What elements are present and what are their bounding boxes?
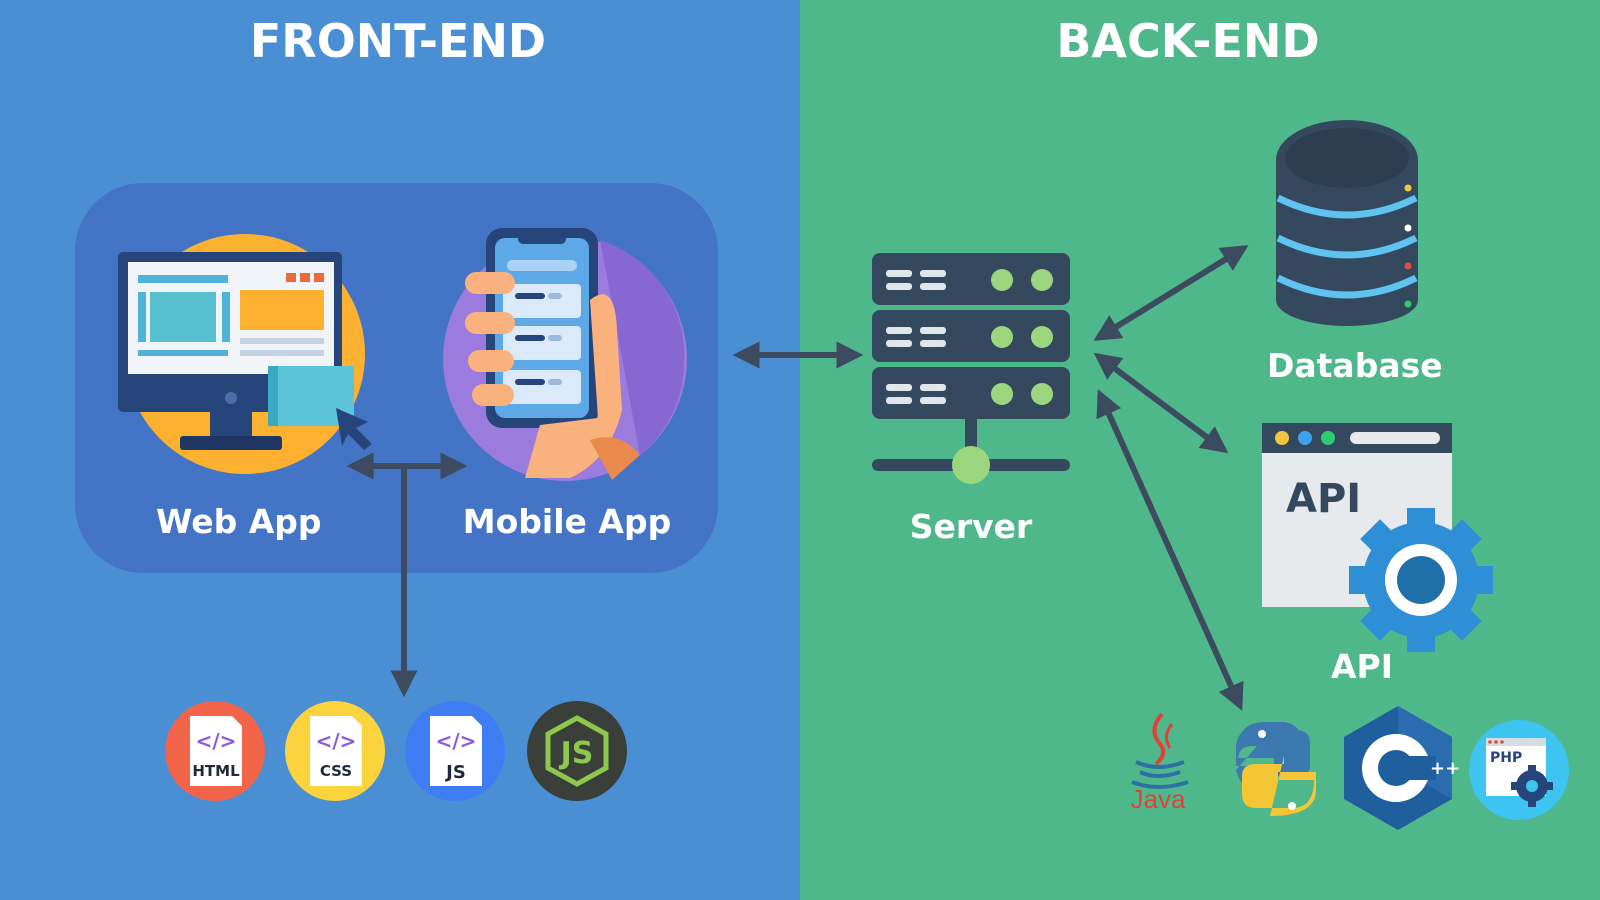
svg-text:++: ++ [1430, 758, 1460, 779]
html-label: HTML [192, 762, 240, 780]
arrows [346, 245, 1249, 711]
php-icon: PHP [1469, 720, 1569, 820]
phone-icon [443, 228, 687, 481]
arrow-server-database [1093, 245, 1249, 341]
js-icon: </> JS [405, 701, 505, 801]
api-gear-icon: API [1262, 423, 1493, 652]
python-icon [1236, 722, 1316, 816]
arrow-server-languages [1096, 389, 1244, 711]
cplusplus-icon: ++ [1344, 706, 1460, 830]
php-label: PHP [1490, 750, 1522, 766]
java-icon: Java [1131, 712, 1189, 814]
nodejs-icon: JS [527, 701, 627, 801]
server-label: Server [909, 507, 1033, 546]
css-icon: </> CSS [285, 701, 385, 801]
front-end-title: FRONT-END [249, 14, 547, 68]
back-end-title: BACK-END [1056, 14, 1320, 68]
web-app-label: Web App [156, 502, 322, 541]
api-label: API [1330, 647, 1393, 686]
server-icon [872, 253, 1070, 484]
database-label: Database [1267, 346, 1443, 385]
api-window-text: API [1286, 476, 1361, 522]
svg-text:</>: </> [316, 729, 357, 753]
css-label: CSS [320, 762, 352, 780]
java-label: Java [1131, 784, 1186, 814]
svg-text:</>: </> [436, 729, 477, 753]
database-icon [1276, 120, 1418, 326]
mobile-app-label: Mobile App [462, 502, 672, 541]
js-label: JS [444, 762, 466, 783]
svg-text:JS: JS [559, 736, 594, 771]
html-icon: </> HTML [165, 701, 265, 801]
svg-text:</>: </> [196, 729, 237, 753]
monitor-icon [118, 234, 372, 474]
